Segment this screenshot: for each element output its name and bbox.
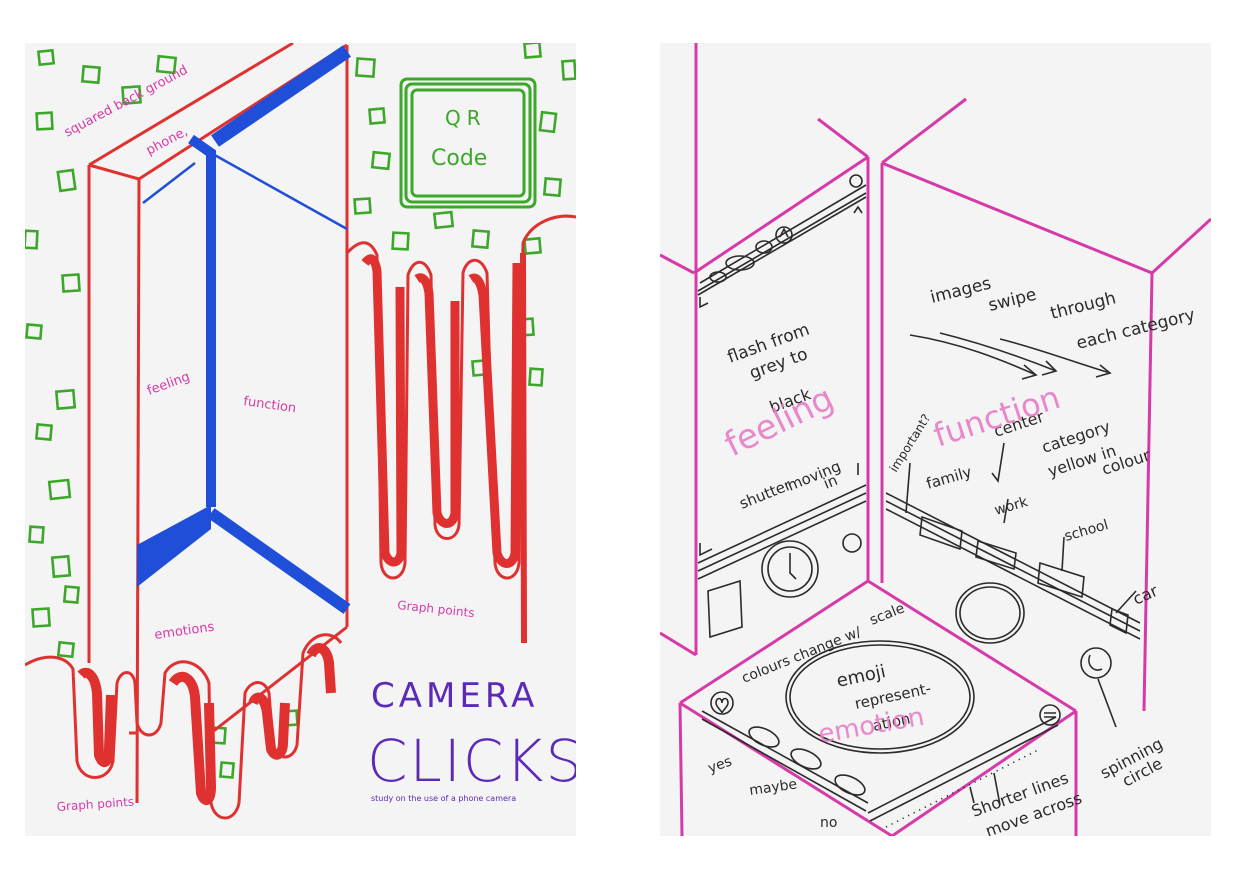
note-scale: scale	[868, 600, 907, 628]
left-sketch-drawing: QR Code squared back ground	[25, 43, 576, 836]
overlay-feeling: feeling	[718, 378, 840, 465]
left-sketch-panel: QR Code squared back ground	[25, 43, 576, 836]
note-no: no	[820, 815, 837, 831]
label-graph-points-right: Graph points	[397, 598, 476, 620]
right-sketch-panel: flash from grey to black shutter moving …	[660, 43, 1211, 836]
red-drips-bottom	[25, 635, 341, 818]
note-swipe: swipe	[986, 285, 1038, 316]
label-function: function	[242, 394, 297, 416]
right-sketch-drawing: flash from grey to black shutter moving …	[660, 43, 1211, 836]
qr-code-label-line2: Code	[431, 146, 487, 171]
note-emoji-line1: emoji	[835, 661, 888, 692]
note-car: car	[1130, 581, 1161, 609]
note-school: school	[1063, 517, 1111, 545]
note-maybe: maybe	[748, 776, 798, 799]
qr-code-label-line1: QR	[445, 106, 487, 130]
note-through: through	[1048, 288, 1118, 324]
label-squared-background: squared back ground	[62, 63, 191, 141]
note-images: images	[928, 273, 993, 307]
note-work: work	[993, 494, 1031, 519]
label-graph-points-left: Graph points	[56, 795, 134, 814]
poster-subtitle: study on the use of a phone camera	[371, 794, 516, 803]
qr-code-sketch	[401, 79, 535, 207]
label-feeling: feeling	[145, 370, 192, 399]
poster-title-line1: CAMERA	[371, 676, 538, 716]
red-drips-right	[347, 216, 576, 643]
label-emotions: emotions	[153, 620, 215, 643]
note-yes: yes	[706, 753, 734, 776]
poster-title-line2: CLICKS	[367, 727, 576, 795]
note-family: family	[924, 463, 974, 493]
